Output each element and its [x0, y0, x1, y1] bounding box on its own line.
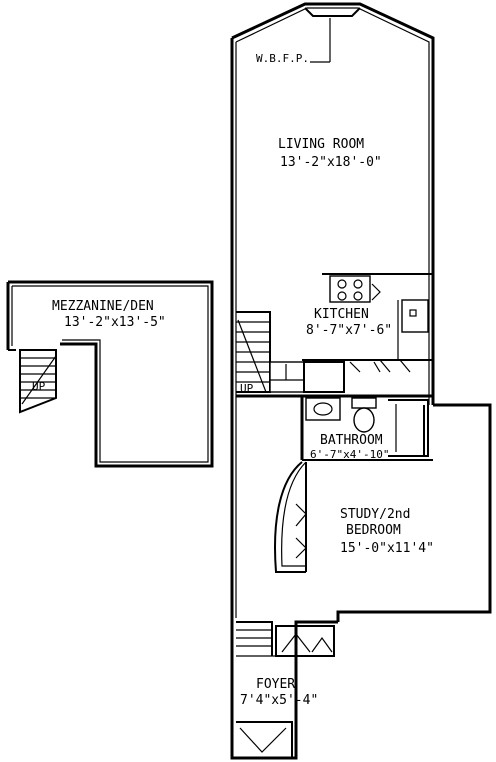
mezzanine-walls — [6, 280, 214, 468]
main-unit-walls — [230, 2, 492, 760]
main-stair-up-label: UP — [240, 382, 254, 395]
foyer-name: FOYER — [256, 677, 295, 692]
closet-icon — [269, 361, 305, 393]
study-name-line2: BEDROOM — [346, 523, 401, 538]
bathroom-area — [236, 394, 433, 461]
toilet-icon — [353, 407, 375, 433]
study-name-line1: STUDY/2nd — [340, 507, 410, 522]
mezzanine-stair-up-label: UP — [32, 380, 46, 393]
living-room-name: LIVING ROOM — [278, 137, 364, 152]
refrigerator-icon — [401, 299, 429, 333]
kitchen-name: KITCHEN — [314, 307, 369, 322]
mezzanine-name: MEZZANINE/DEN — [52, 299, 154, 314]
study-dims: 15'-0"x11'4" — [340, 541, 434, 556]
kitchen-area — [302, 273, 433, 373]
living-room-dims: 13'-2"x18'-0" — [280, 155, 382, 170]
stove-icon — [329, 275, 371, 303]
sink-icon — [305, 397, 341, 421]
kitchen-dims: 8'-7"x7'-6" — [306, 323, 392, 338]
mezzanine-dims: 13'-2"x13'-5" — [64, 315, 166, 330]
mezzanine-stair — [19, 349, 57, 414]
fireplace — [304, 7, 361, 63]
study-closet — [274, 461, 307, 573]
main-stair — [236, 311, 345, 393]
foyer-fixtures — [236, 621, 335, 758]
bathroom-dims: 6'-7"x4'-10" — [310, 448, 389, 461]
bathroom-name: BATHROOM — [320, 433, 383, 448]
fireplace-label: W.B.F.P. — [256, 52, 309, 65]
foyer-dims: 7'4"x5'-4" — [240, 693, 318, 708]
toilet-tank-icon — [351, 397, 377, 409]
